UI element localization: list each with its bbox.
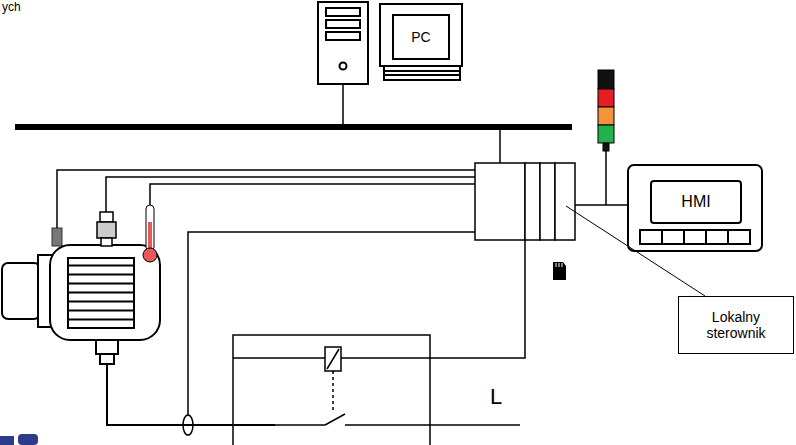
pc-monitor bbox=[380, 4, 462, 80]
hmi-panel bbox=[628, 165, 762, 251]
thermometer bbox=[143, 205, 157, 262]
node-text: HMI bbox=[681, 193, 710, 211]
pc-tower bbox=[318, 2, 368, 84]
logo-fragment bbox=[0, 434, 38, 445]
sensor bbox=[52, 228, 62, 246]
callout-box: Lokalny sterownik bbox=[678, 296, 794, 354]
pc-drop bbox=[342, 84, 344, 127]
sd-card bbox=[553, 262, 566, 280]
plc bbox=[475, 163, 575, 240]
wire bbox=[575, 204, 628, 206]
plc-drop bbox=[499, 127, 501, 163]
vibration-sensor bbox=[97, 212, 116, 246]
phase-label: L bbox=[490, 384, 502, 410]
contactor bbox=[233, 240, 525, 445]
sensor-wires bbox=[57, 170, 475, 415]
motor bbox=[2, 245, 160, 364]
node-text: PC bbox=[411, 29, 430, 45]
current-transformer bbox=[183, 415, 193, 435]
node-text: Lokalny sterownik bbox=[685, 309, 787, 341]
signal-tower bbox=[598, 70, 614, 151]
bus bbox=[15, 124, 572, 130]
cut-text: ych bbox=[2, 0, 21, 14]
hmi-screen: HMI bbox=[650, 180, 742, 224]
wire bbox=[605, 151, 607, 205]
pc-screen: PC bbox=[392, 14, 450, 60]
